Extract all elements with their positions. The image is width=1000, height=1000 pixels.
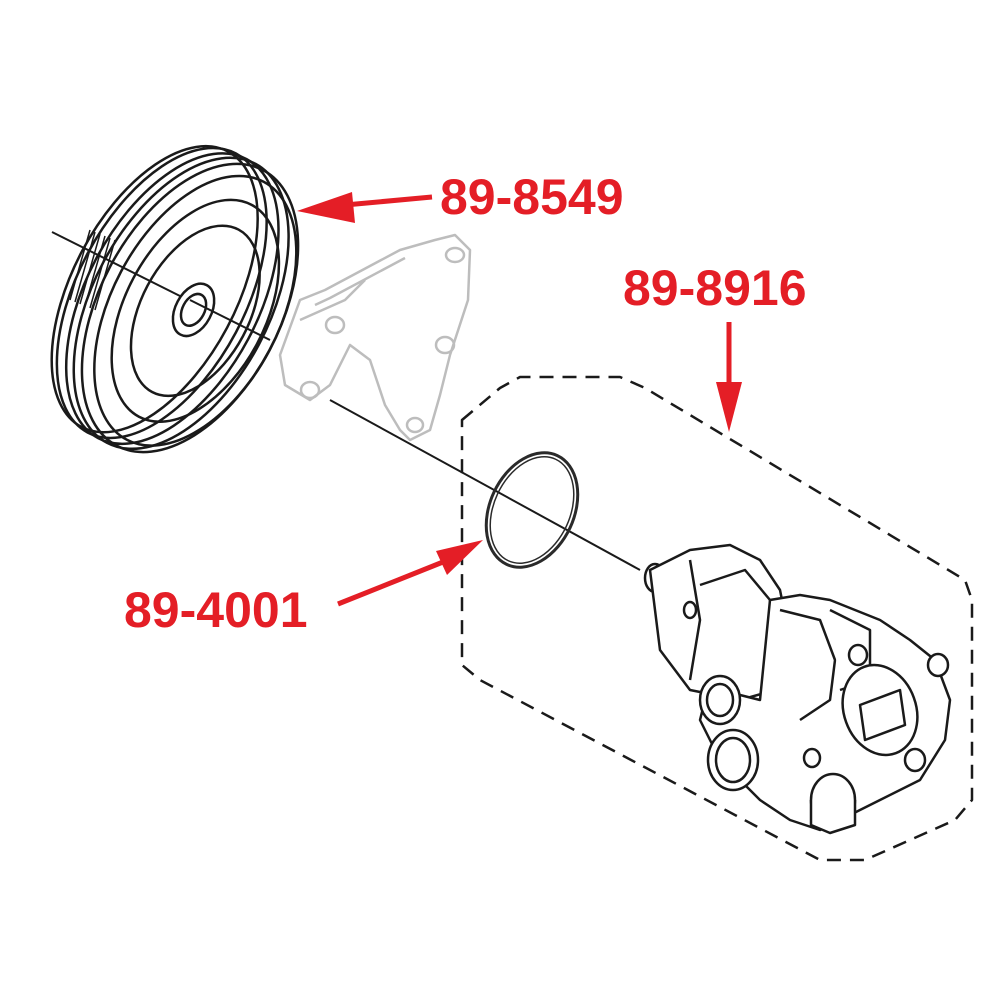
callout-arrow-pump: [716, 322, 742, 432]
callout-arrow-pulley: [297, 192, 433, 223]
oring-part: [484, 451, 580, 569]
center-axis: [51, 231, 641, 571]
bracket-part: [278, 233, 472, 442]
pulley-part: [50, 144, 300, 454]
callout-label-pulley: 89-8549: [440, 169, 624, 225]
pump-part: [643, 543, 952, 835]
callout-label-pump: 89-8916: [623, 260, 807, 316]
callout-arrow-oring: [337, 540, 483, 607]
callout-label-oring: 89-4001: [124, 582, 308, 638]
pump-assembly-outline: [460, 375, 974, 862]
